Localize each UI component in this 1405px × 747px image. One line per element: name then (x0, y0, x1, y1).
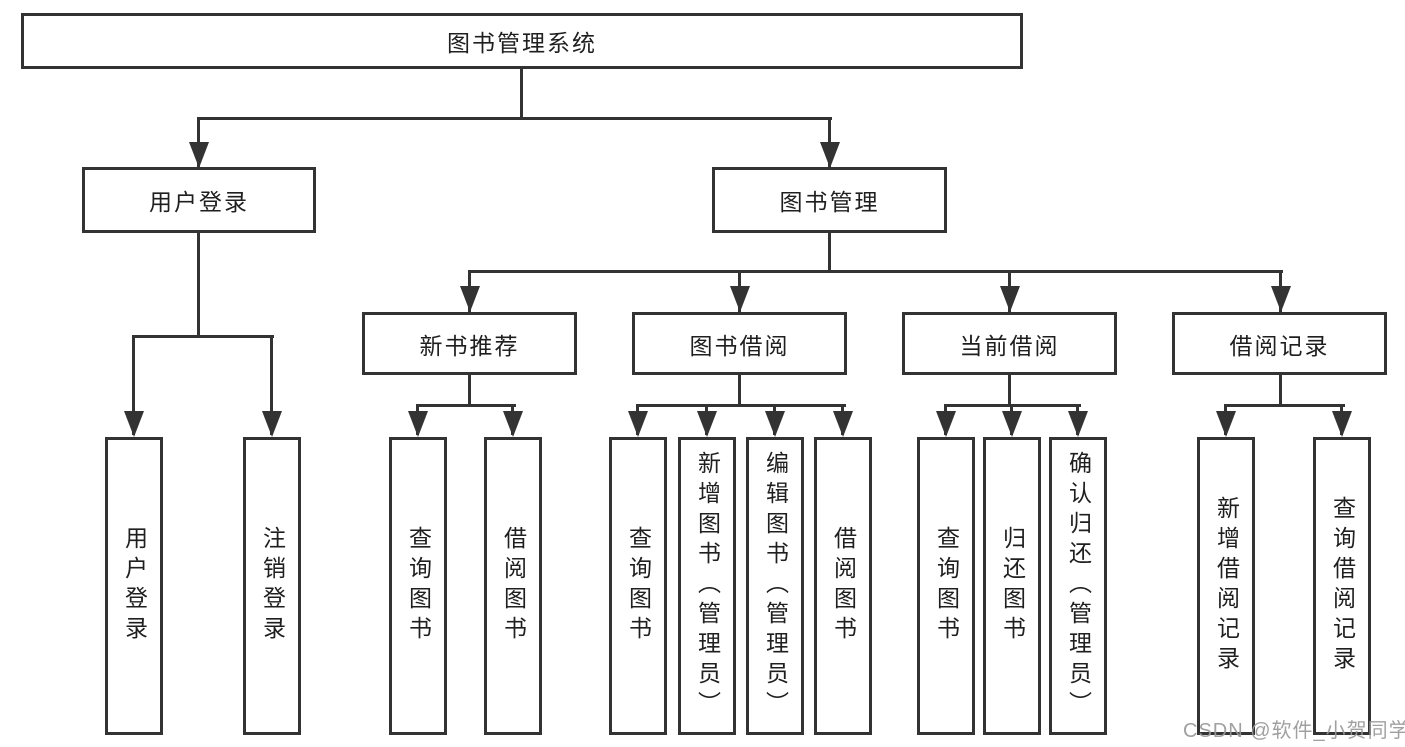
csdn-watermark: CSDN @软件_小贺同学 (1183, 720, 1405, 742)
node-user-login-label: 用户登录 (149, 189, 249, 215)
node-book-borrowing: 图书借阅 (632, 312, 847, 375)
arrowhead-to-leaf-bb-add (697, 411, 717, 437)
node-borrow-records: 借阅记录 (1172, 312, 1387, 375)
arrowhead-to-leaf-nbr-borrow (503, 411, 523, 437)
leaf-bb-borrow-books: 借阅图书 (814, 437, 872, 735)
arrowhead-to-leaf-logout (262, 411, 282, 437)
connector-user-login-split (132, 335, 274, 338)
connector-br-stem (1279, 373, 1282, 407)
arrowhead-to-leaf-bb-borrow (833, 411, 853, 437)
connector-user-login-stem (197, 231, 200, 338)
leaf-bb-borrow-books-label: 借阅图书 (830, 526, 857, 646)
leaf-bb-edit-book-admin-label: 编辑图书（管理员） (762, 451, 789, 721)
connector-root-stem (520, 68, 523, 120)
leaf-nbr-borrow-books-label: 借阅图书 (500, 526, 527, 646)
node-root: 图书管理系统 (21, 13, 1023, 69)
leaf-bb-query-books-label: 查询图书 (625, 526, 652, 646)
leaf-cb-confirm-return-admin: 确认归还（管理员） (1049, 437, 1107, 735)
leaf-user-login: 用户登录 (105, 437, 163, 735)
leaf-cb-query-books: 查询图书 (917, 437, 975, 735)
connector-drop-leaf-logout (270, 335, 273, 435)
leaf-bb-add-book-admin-label: 新增图书（管理员） (694, 451, 721, 721)
arrowhead-to-leaf-bb-edit (765, 411, 785, 437)
leaf-bb-edit-book-admin: 编辑图书（管理员） (746, 437, 804, 735)
node-current-borrowing: 当前借阅 (902, 312, 1117, 375)
leaf-nbr-query-books-label: 查询图书 (405, 526, 432, 646)
leaf-br-query-record: 查询借阅记录 (1313, 437, 1371, 735)
leaf-cb-return-books: 归还图书 (983, 437, 1041, 735)
leaf-br-add-record: 新增借阅记录 (1197, 437, 1255, 735)
arrowhead-to-leaf-cb-return (1002, 411, 1022, 437)
node-current-borrowing-label: 当前借阅 (959, 332, 1060, 359)
arrowhead-to-book-borrow (730, 286, 750, 312)
node-book-management: 图书管理 (712, 167, 947, 233)
leaf-br-add-record-label: 新增借阅记录 (1213, 496, 1240, 676)
arrowhead-to-leaf-br-query (1332, 411, 1352, 437)
leaf-bb-query-books: 查询图书 (609, 437, 667, 735)
leaf-br-query-record-label: 查询借阅记录 (1329, 496, 1356, 676)
leaf-bb-add-book-admin: 新增图书（管理员） (678, 437, 736, 735)
arrowhead-to-leaf-cb-confirm (1068, 411, 1088, 437)
arrowhead-to-leaf-bb-query (628, 411, 648, 437)
node-user-login: 用户登录 (82, 167, 316, 233)
arrowhead-to-current-borrow (1000, 286, 1020, 312)
connector-drop-leaf-user-login (132, 335, 135, 435)
arrowhead-to-user-login (189, 142, 209, 168)
connector-br-split (1224, 404, 1345, 407)
arrowhead-to-leaf-br-add (1216, 411, 1236, 437)
connector-bb-split (636, 404, 846, 407)
arrowhead-to-borrow-records (1271, 286, 1291, 312)
node-root-label: 图书管理系统 (447, 30, 597, 56)
node-book-borrowing-label: 图书借阅 (689, 332, 790, 359)
arrowhead-to-leaf-cb-query (936, 411, 956, 437)
leaf-logout: 注销登录 (243, 437, 301, 735)
connector-nbr-stem (468, 373, 471, 407)
node-book-management-label: 图书管理 (779, 189, 880, 215)
connector-book-mgmt-stem (828, 231, 831, 272)
leaf-cb-confirm-return-admin-label: 确认归还（管理员） (1065, 451, 1092, 721)
arrowhead-to-leaf-nbr-query (408, 411, 428, 437)
connector-cb-stem (1008, 373, 1011, 407)
leaf-cb-return-books-label: 归还图书 (999, 526, 1026, 646)
arrowhead-to-book-mgmt (820, 142, 840, 168)
leaf-user-login-label: 用户登录 (121, 526, 148, 646)
node-new-book-recommend-label: 新书推荐 (419, 332, 520, 359)
arrowhead-to-leaf-user-login (124, 411, 144, 437)
leaf-nbr-borrow-books: 借阅图书 (484, 437, 542, 735)
connector-nbr-split (416, 404, 516, 407)
connector-level2-header (468, 270, 1283, 273)
leaf-nbr-query-books: 查询图书 (389, 437, 447, 735)
leaf-cb-query-books-label: 查询图书 (933, 526, 960, 646)
arrowhead-to-new-book-rec (460, 286, 480, 312)
connector-bb-stem (738, 373, 741, 407)
leaf-logout-label: 注销登录 (259, 526, 286, 646)
node-borrow-records-label: 借阅记录 (1229, 332, 1330, 359)
connector-level1-header (197, 117, 832, 120)
node-new-book-recommend: 新书推荐 (362, 312, 577, 375)
